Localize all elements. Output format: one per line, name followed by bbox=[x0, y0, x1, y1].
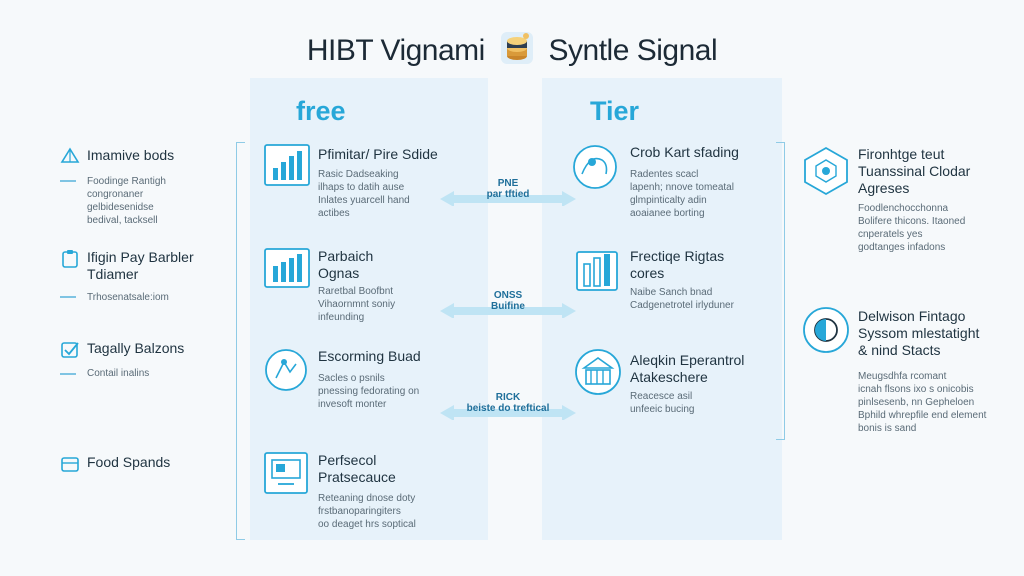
building-icon bbox=[575, 349, 621, 395]
half-circle-icon bbox=[803, 307, 849, 353]
box-icon bbox=[61, 457, 79, 472]
card-title: Pfimitar/ Pire Sdide bbox=[318, 146, 438, 162]
divider bbox=[60, 373, 76, 375]
pyramid-icon bbox=[60, 147, 80, 163]
monitor-icon bbox=[264, 452, 308, 494]
clipboard-icon bbox=[62, 250, 78, 268]
bar-chart-icon bbox=[264, 248, 310, 288]
free-column-header: free bbox=[296, 96, 346, 126]
double-arrow-icon bbox=[440, 191, 576, 206]
globe-icon bbox=[265, 349, 307, 391]
title-right: Syntle Signal bbox=[548, 34, 718, 67]
left-feature-desc: Trhosenatsale:iom bbox=[87, 292, 169, 303]
left-feature-desc: Contail inalins bbox=[87, 368, 150, 379]
divider bbox=[60, 180, 76, 182]
card-title: Escorming Buad bbox=[318, 348, 421, 364]
page-title: HIBT Vignami Syntle Signal bbox=[0, 30, 1024, 68]
left-feature-title: Tagally Balzons bbox=[87, 340, 185, 356]
right-bracket bbox=[776, 142, 785, 440]
bar-chart-icon bbox=[576, 251, 618, 291]
bar-chart-icon bbox=[264, 144, 310, 186]
left-feature-title: Imamive bods bbox=[87, 147, 175, 163]
globe-icon bbox=[573, 145, 617, 189]
card-title: Crob Kart sfading bbox=[630, 144, 739, 160]
title-left: HIBT Vignami bbox=[306, 34, 485, 67]
double-arrow-icon bbox=[440, 303, 576, 318]
tier-column-header: Tier bbox=[590, 96, 640, 126]
hexagon-icon bbox=[804, 146, 848, 196]
checkbox-icon bbox=[61, 342, 79, 358]
double-arrow-icon bbox=[440, 405, 576, 420]
divider bbox=[60, 296, 76, 298]
left-feature-title: Food Spands bbox=[87, 454, 171, 470]
coin-stack-icon bbox=[500, 32, 533, 64]
left-bracket bbox=[236, 142, 245, 540]
